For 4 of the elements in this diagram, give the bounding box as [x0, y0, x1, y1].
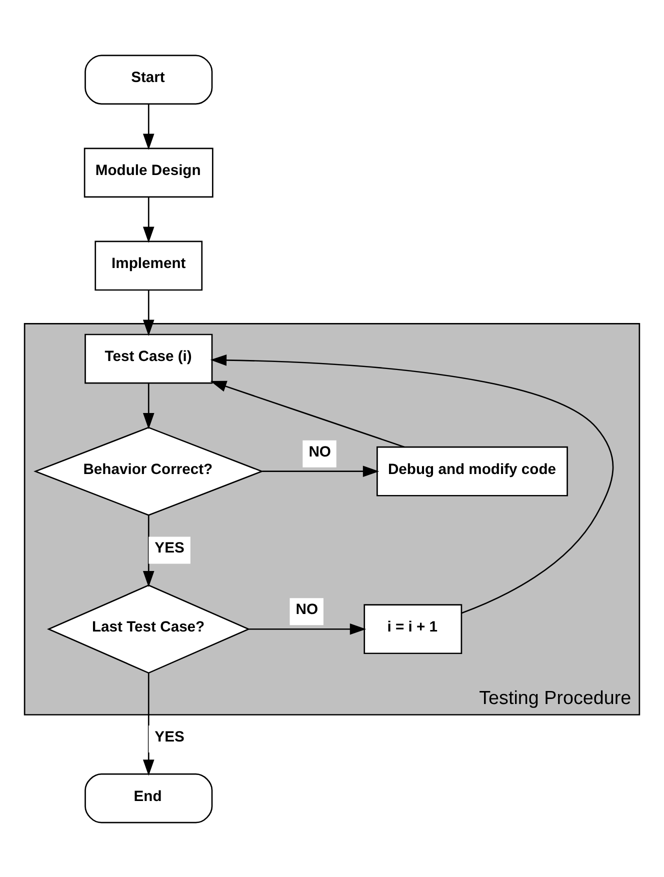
edge-label: YES — [154, 540, 184, 556]
edge-label: NO — [308, 444, 331, 460]
edge-label: NO — [296, 602, 318, 618]
edge-label: YES — [154, 728, 184, 745]
